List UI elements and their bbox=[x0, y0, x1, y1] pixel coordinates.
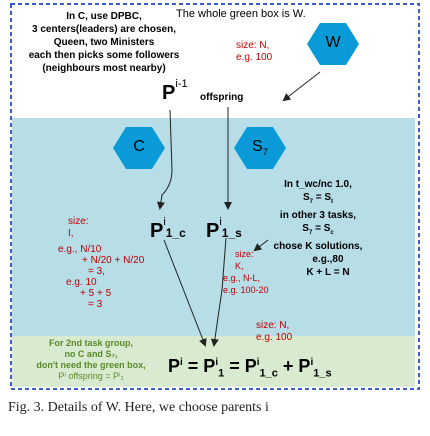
arrow-p1s-pi bbox=[210, 237, 227, 347]
hex-s-label: S7 bbox=[251, 138, 268, 159]
p1c: Pi1_c bbox=[150, 216, 186, 242]
left-size-label: size: I, bbox=[68, 216, 89, 239]
right-note: In t_wc/nc 1.0, S7 = St in other 3 tasks… bbox=[273, 179, 363, 278]
bottom-size: size: N, e.g. 100 bbox=[256, 320, 293, 343]
arrow-p1c-pi bbox=[163, 239, 207, 347]
hex-w-shape bbox=[307, 23, 359, 65]
mid-size: size: K, e.g., N-L, e.g. 100-20 bbox=[223, 249, 269, 295]
top-left-note: In C, use DPBC, 3 centers(leaders) are c… bbox=[28, 11, 180, 74]
hex-s-shape bbox=[234, 127, 286, 169]
figure-caption: Fig. 3. Details of W. Here, we choose pa… bbox=[8, 400, 269, 415]
hex-w-label: W bbox=[325, 34, 341, 51]
hex-c-shape bbox=[113, 127, 165, 169]
blue-region bbox=[12, 118, 415, 336]
arrow-note bbox=[253, 239, 269, 252]
green-box-note: The whole green box is W. bbox=[176, 8, 306, 20]
top-size: size: N, e.g. 100 bbox=[236, 40, 273, 63]
arrow-offspring-p1c bbox=[156, 109, 173, 210]
p-offspring: Pi-1 bbox=[162, 78, 188, 104]
p1s: Pi1_s bbox=[206, 216, 242, 242]
w-frame bbox=[10, 3, 420, 390]
formula: Pi = Pi1 = Pi1_c + Pi1_s bbox=[168, 356, 332, 380]
left-size-examples: e.g., N/10 + N/20 + N/20 = 3, e.g. 10 + … bbox=[58, 244, 145, 310]
arrow-w-offspring bbox=[282, 71, 321, 102]
offspring-label: offspring bbox=[200, 92, 244, 103]
hex-c-label: C bbox=[133, 138, 145, 155]
green-note: For 2nd task group, no C and S₇, don't n… bbox=[36, 338, 146, 381]
